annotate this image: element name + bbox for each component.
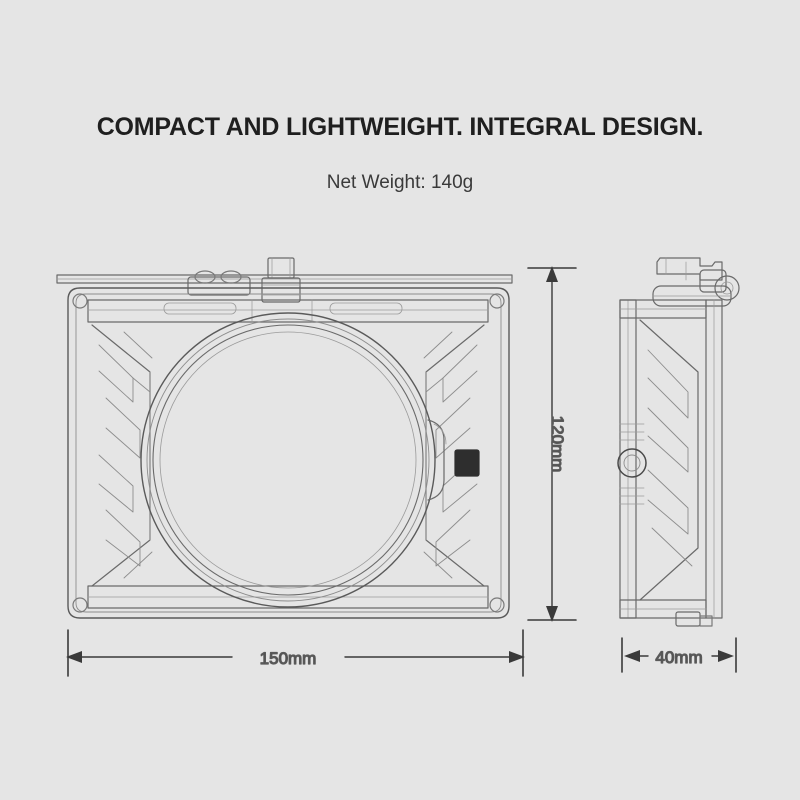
side-knurl-bands (619, 423, 645, 505)
front-filter-ring (140, 312, 436, 608)
front-hood-bar (87, 299, 489, 323)
front-ring-lugs (427, 419, 447, 501)
front-top-rail (56, 274, 513, 284)
front-corner-screws (72, 293, 505, 613)
side-top-crossbar (619, 299, 707, 319)
dimension-depth (621, 637, 737, 673)
page-title: COMPACT AND LIGHTWEIGHT. INTEGRAL DESIGN… (96, 113, 704, 141)
dimension-width (66, 629, 525, 677)
side-bottom-crossbar (619, 599, 707, 619)
front-right-shade (423, 324, 485, 587)
front-top-clamp (187, 257, 301, 303)
net-weight-label: Net Weight: 140g (326, 172, 474, 193)
front-base-bar (87, 585, 489, 609)
side-front-plate (619, 299, 637, 619)
front-left-shade (91, 324, 153, 587)
dimension-height (527, 266, 577, 622)
filter-release-tab[interactable] (454, 449, 480, 477)
side-back-plate (705, 299, 723, 619)
side-top-bracket (656, 257, 740, 301)
side-shade-profile (639, 319, 699, 601)
side-adjust-knob[interactable] (617, 448, 647, 478)
dimension-width-label: 150mm (260, 649, 317, 668)
front-view (56, 257, 513, 619)
side-top-rail (652, 285, 732, 307)
side-view (617, 257, 740, 627)
dimension-depth-label: 40mm (655, 648, 702, 667)
dimension-height-label: 120mm (548, 416, 567, 473)
side-bottom-foot (675, 611, 713, 627)
